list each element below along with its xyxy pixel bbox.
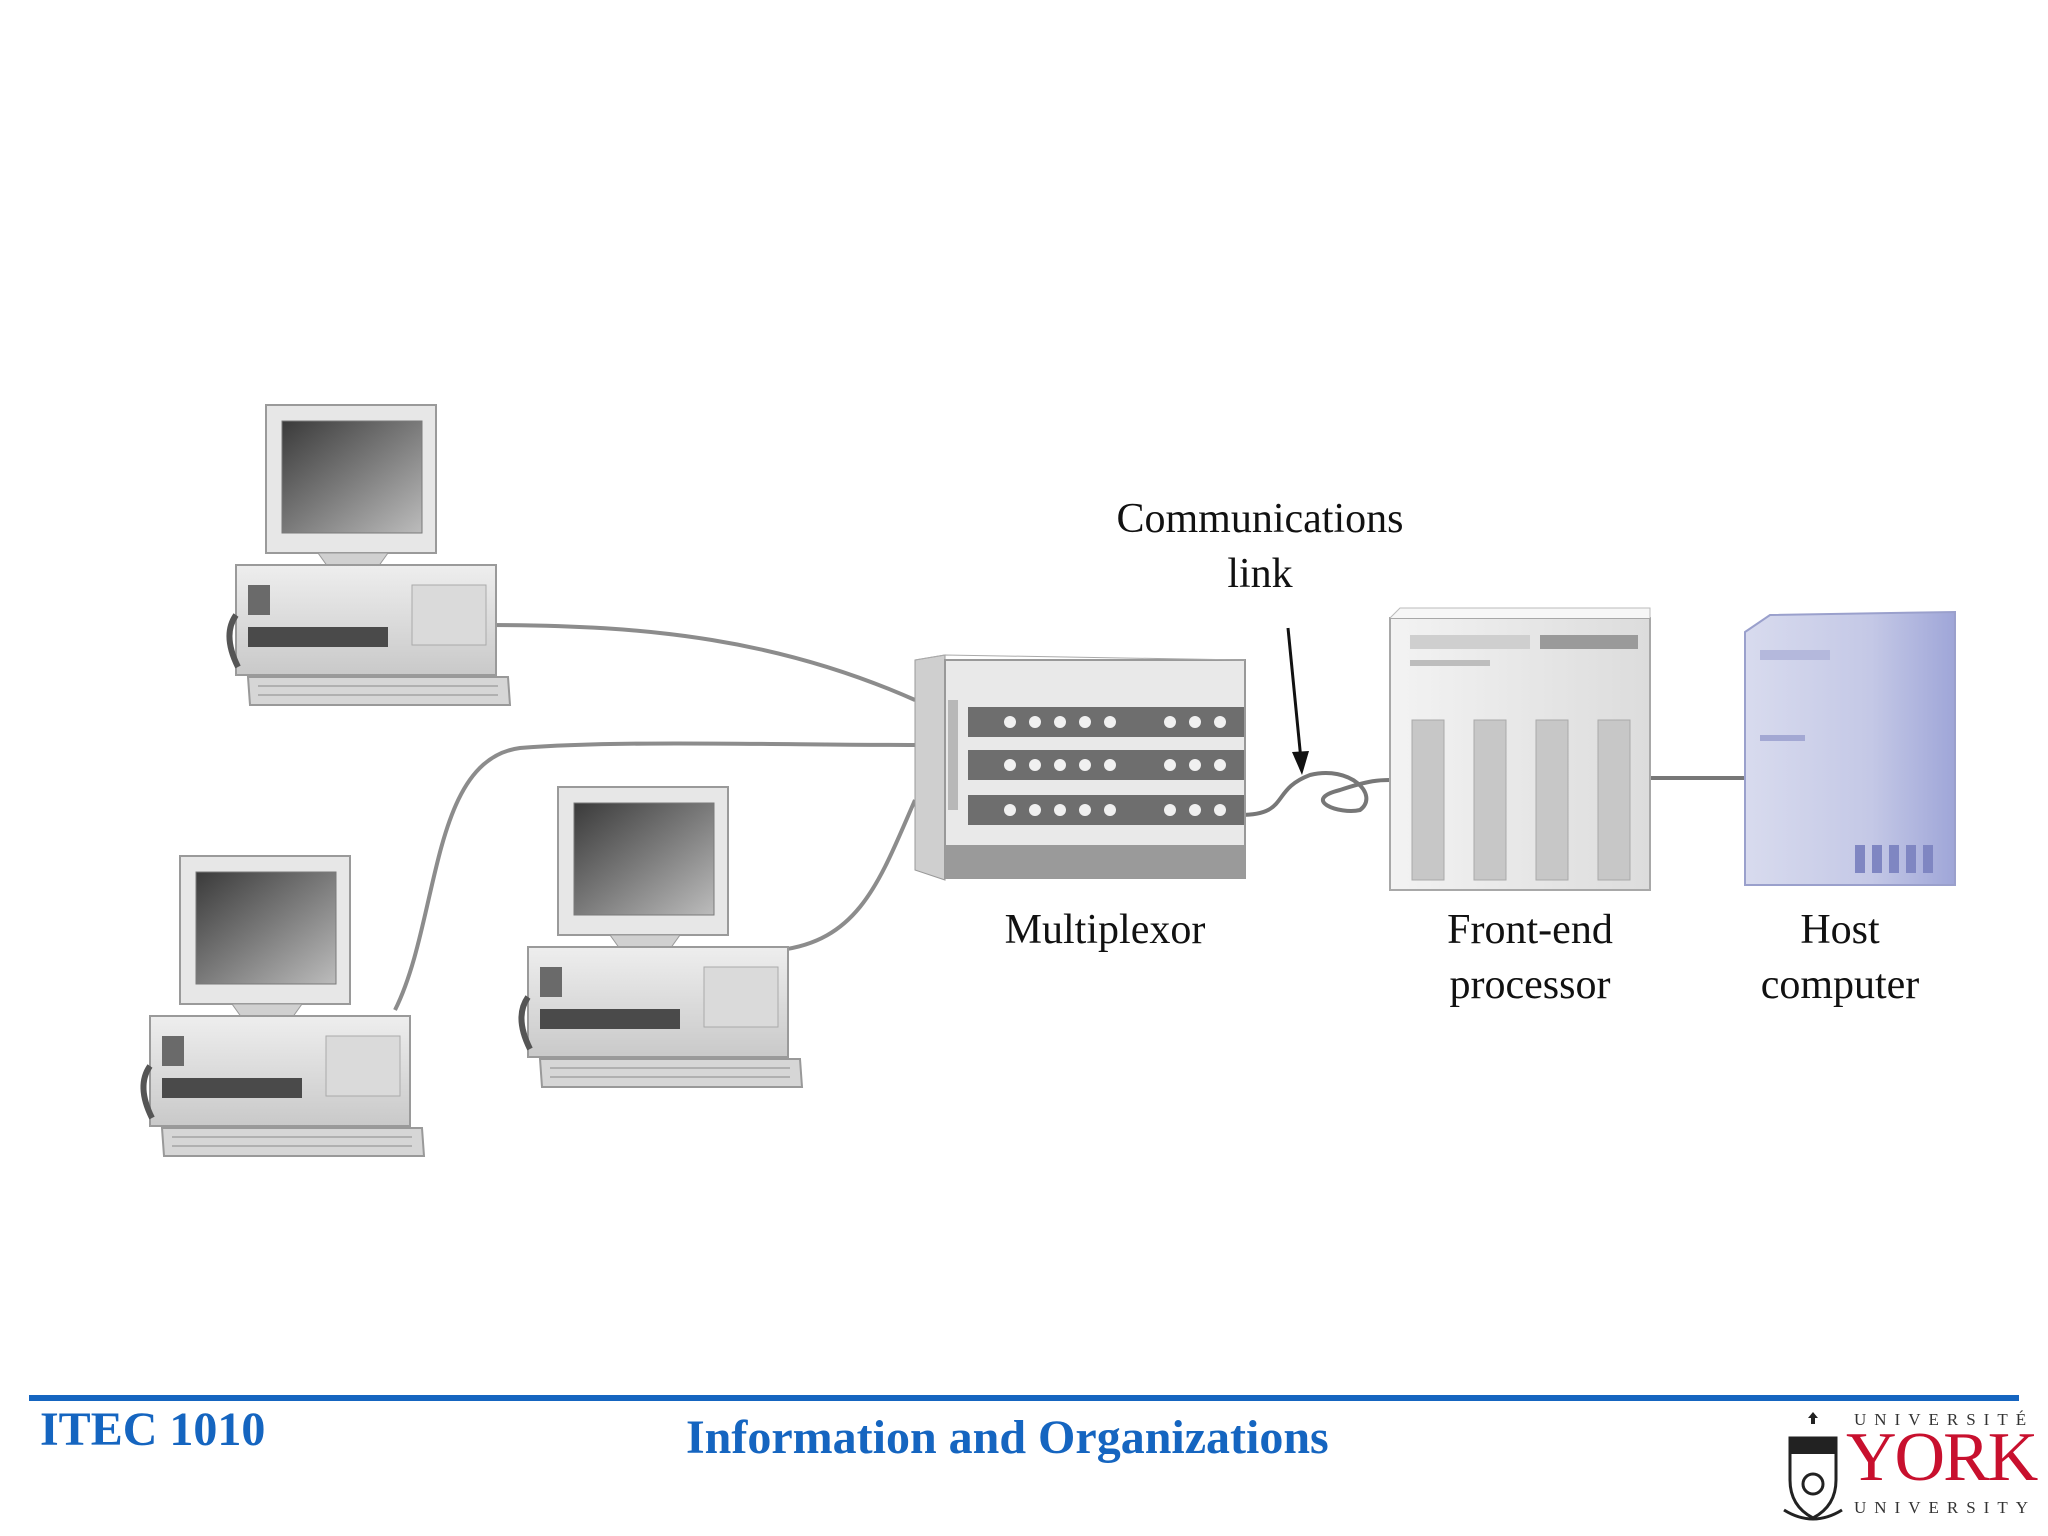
cable-top-workstation	[489, 623, 916, 702]
logo-top-text: UNIVERSITÉ	[1854, 1410, 2035, 1429]
logo-bottom-text: UNIVERSITY	[1854, 1498, 2036, 1517]
course-title: Information and Organizations	[686, 1411, 1329, 1464]
label-multiplexor-text: Multiplexor	[1004, 907, 1206, 953]
label-host-computer: Host computer	[1710, 903, 1970, 1013]
multiplexor-device	[914, 654, 1246, 881]
york-crest-icon	[1783, 1412, 1843, 1521]
label-communications-link: Communications link	[1080, 492, 1440, 602]
link-arrow	[1286, 627, 1304, 771]
host-computer-device	[1744, 610, 1956, 886]
logo-main-text: YORK	[1846, 1419, 2038, 1496]
link-arrow-head	[1292, 751, 1309, 775]
label-host-computer-line1: Host	[1800, 907, 1880, 953]
label-communications-link-line1: Communications	[1116, 496, 1404, 542]
label-communications-link-line2: link	[1227, 551, 1293, 597]
cable-left-workstation	[393, 741, 916, 1011]
label-front-end-processor-line2: processor	[1449, 962, 1611, 1008]
workstation-bottom-left	[143, 856, 424, 1156]
label-front-end-processor-line1: Front-end	[1447, 907, 1613, 953]
cable-middle-workstation	[779, 799, 917, 952]
course-code: ITEC 1010	[40, 1403, 266, 1456]
label-host-computer-line2: computer	[1760, 962, 1920, 1008]
workstation-top	[229, 405, 510, 705]
footer-divider	[29, 1395, 2019, 1401]
label-multiplexor: Multiplexor	[955, 903, 1255, 958]
communications-link-cable	[1239, 771, 1391, 817]
york-university-logo: UNIVERSITÉ YORK UNIVERSITY	[1780, 1410, 2038, 1528]
label-front-end-processor: Front-end processor	[1380, 903, 1680, 1013]
front-end-processor-device	[1389, 607, 1651, 891]
workstation-bottom-middle	[521, 787, 802, 1087]
